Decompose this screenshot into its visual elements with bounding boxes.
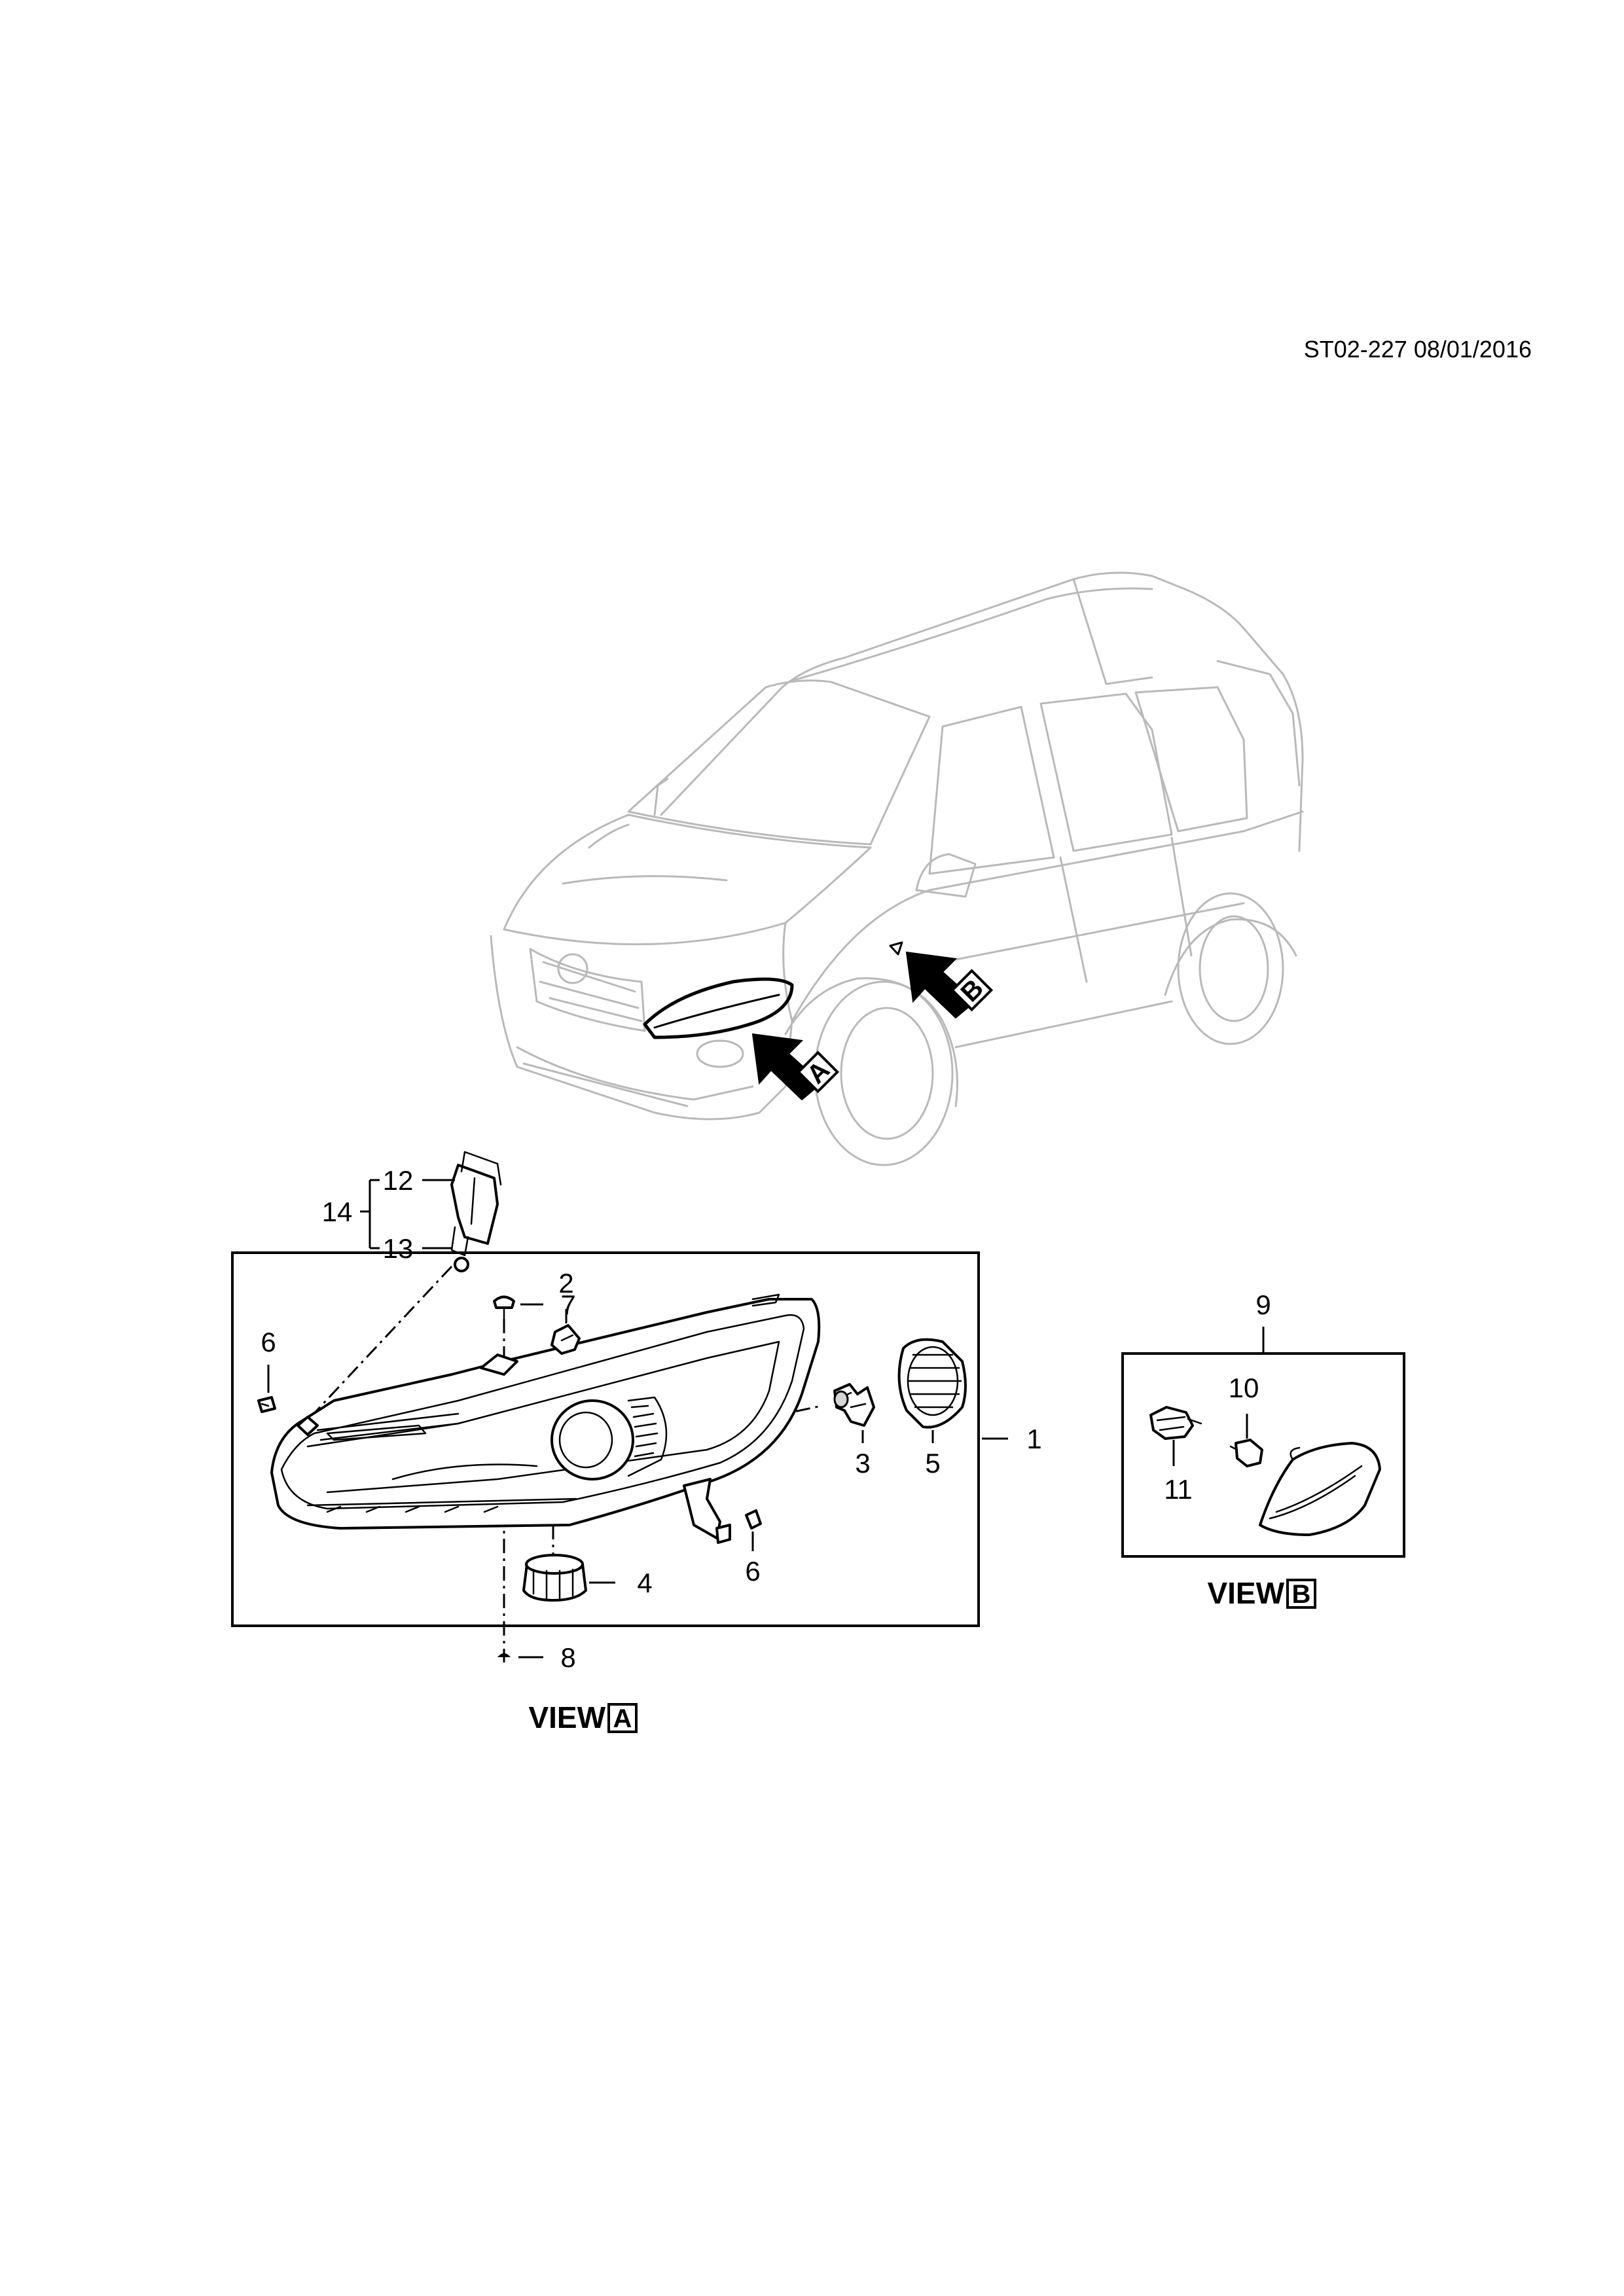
callout-2: 2 bbox=[558, 1268, 573, 1299]
callout-5: 5 bbox=[925, 1448, 940, 1479]
callout-4: 4 bbox=[637, 1568, 652, 1598]
view-a-prefix: VIEW bbox=[528, 1700, 605, 1734]
view-b-letter: B bbox=[1292, 1580, 1311, 1609]
socket-11 bbox=[1149, 1406, 1202, 1440]
clip-6-right bbox=[745, 1509, 762, 1530]
callout-6-right: 6 bbox=[745, 1556, 760, 1587]
dust-cap-5 bbox=[897, 1338, 967, 1429]
view-b-frame bbox=[1121, 1352, 1405, 1558]
callout-3: 3 bbox=[855, 1448, 870, 1479]
bracket-assembly bbox=[450, 1151, 502, 1272]
side-marker-lamp bbox=[1259, 1442, 1381, 1536]
callout-9: 9 bbox=[1255, 1289, 1271, 1320]
arrow-b-box bbox=[950, 969, 994, 1012]
bulb-3 bbox=[833, 1383, 875, 1427]
vehicle-illustration bbox=[490, 571, 1304, 1166]
view-b-letter-box bbox=[1286, 1579, 1316, 1609]
bulb-10 bbox=[1229, 1439, 1263, 1467]
callout-14: 14 bbox=[322, 1196, 353, 1227]
view-a-frame bbox=[231, 1251, 980, 1627]
callout-6-left: 6 bbox=[261, 1327, 276, 1357]
assembly-line-bracket bbox=[306, 1265, 453, 1422]
view-a-label: VIEW A bbox=[528, 1700, 638, 1734]
callout-10: 10 bbox=[1229, 1372, 1259, 1403]
callout-7: 7 bbox=[560, 1289, 575, 1320]
callout-13: 13 bbox=[383, 1233, 414, 1264]
view-a-letter: A bbox=[613, 1704, 632, 1733]
bulb-2 bbox=[550, 1324, 581, 1355]
headlamp-assembly bbox=[270, 1293, 821, 1544]
bracket-screw bbox=[454, 1257, 469, 1272]
callout-8: 8 bbox=[560, 1642, 575, 1673]
document-code: ST02-227 08/01/2016 bbox=[1304, 336, 1532, 363]
view-a-letter-box bbox=[607, 1703, 638, 1733]
callout-1: 1 bbox=[1026, 1424, 1041, 1454]
screw-7 bbox=[493, 1295, 515, 1320]
view-b-label: VIEW B bbox=[1207, 1576, 1316, 1610]
projector-lens bbox=[550, 1399, 634, 1480]
clip-6-left bbox=[257, 1396, 276, 1413]
leader-14 bbox=[360, 1179, 380, 1249]
callout-12: 12 bbox=[383, 1165, 414, 1196]
view-b-prefix: VIEW bbox=[1207, 1576, 1284, 1610]
view-a-arrow: A bbox=[751, 1033, 840, 1101]
view-b-arrow: B bbox=[905, 951, 994, 1019]
arrow-a-box bbox=[797, 1050, 840, 1094]
nut-8 bbox=[497, 1653, 511, 1657]
callout-11: 11 bbox=[1164, 1474, 1193, 1505]
cap-4 bbox=[522, 1554, 587, 1602]
